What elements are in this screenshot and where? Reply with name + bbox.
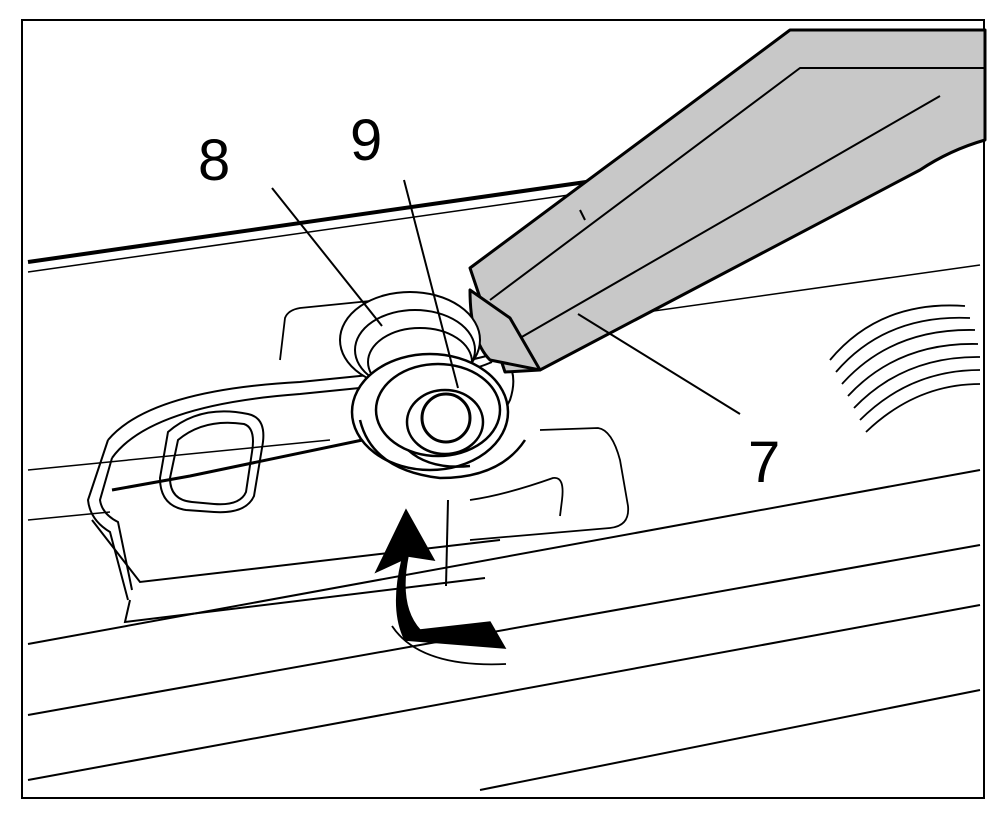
grille-fins	[829, 304, 981, 433]
mounting-bracket	[279, 299, 630, 541]
wiper-arm	[468, 28, 987, 374]
callout-label-7: 7	[748, 430, 780, 495]
leader-line-9	[403, 179, 459, 389]
callout-label-9: 9	[350, 108, 382, 173]
leader-line-8	[271, 187, 383, 327]
shaft-nut	[350, 352, 527, 480]
callout-label-8: 8	[198, 128, 230, 193]
leader-line-7	[577, 313, 741, 415]
rotation-arrow-icon	[374, 499, 507, 666]
leader-lines	[271, 179, 741, 415]
